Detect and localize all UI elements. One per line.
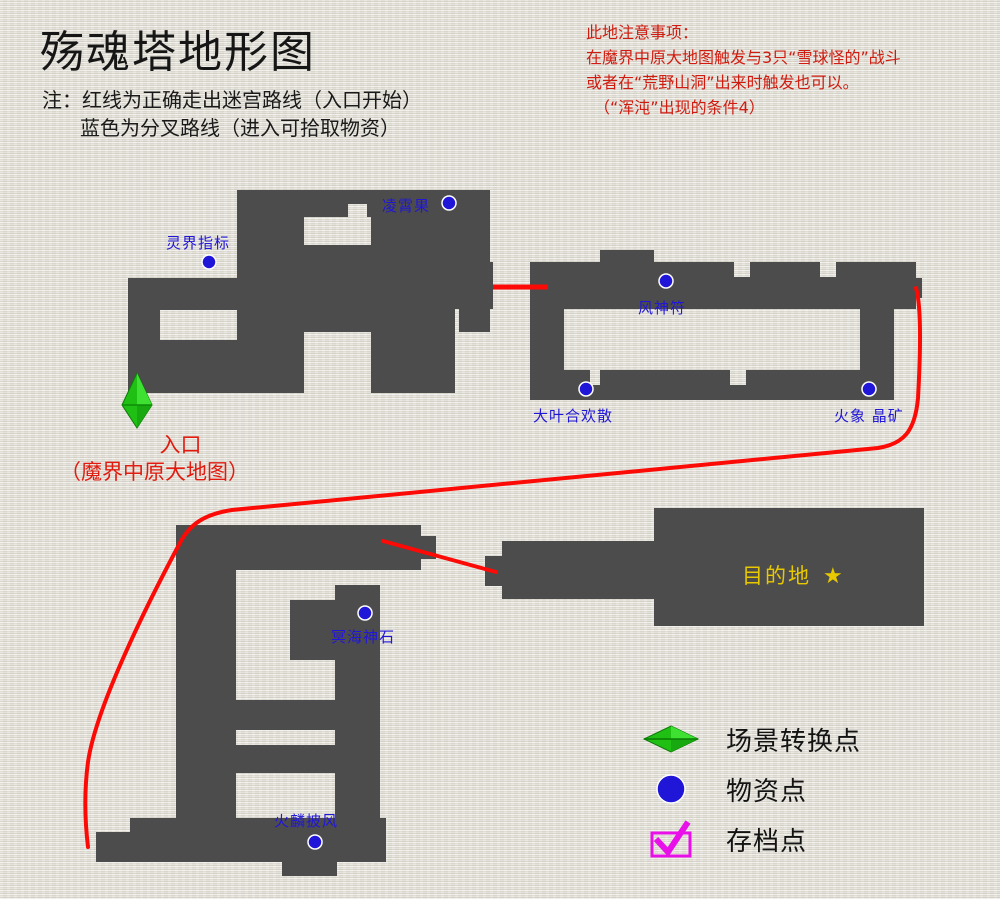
supply-dot[interactable]	[441, 195, 457, 211]
lower-maze-walls	[96, 525, 436, 876]
entrance-transition-icon[interactable]	[121, 371, 153, 429]
legend: 场景转换点 物资点 存档点	[640, 714, 861, 864]
warning-line-1: 此地注意事项：	[586, 23, 699, 42]
legend-row-save: 存档点	[640, 814, 861, 864]
supply-label-huoxiang-jingkuang: 火象 晶矿	[834, 407, 904, 425]
entrance-sublabel-text: （魔界中原大地图）	[60, 460, 249, 484]
route-branch-line	[381, 539, 498, 574]
destination-room	[485, 508, 924, 626]
supply-label-dayehehuansan: 大叶合欢散	[533, 407, 614, 425]
supply-dot[interactable]	[861, 381, 877, 397]
legend-label-save: 存档点	[726, 826, 808, 857]
warning-note: 此地注意事项： 在魔界中原大地图触发与3只“雪球怪的”战斗 或者在“荒野山洞”出…	[586, 20, 901, 120]
entrance-label-text: 入口	[159, 433, 202, 457]
legend-note: 注：红线为正确走出迷宫路线（入口开始） 蓝色为分叉路线（进入可拾取物资）	[42, 86, 422, 142]
blue-dot-icon	[640, 772, 702, 806]
legend-row-transition: 场景转换点	[640, 714, 861, 764]
legend-label-transition: 场景转换点	[726, 726, 862, 757]
supply-label-fengshen-fu: 风神符	[638, 299, 687, 317]
supply-dot[interactable]	[201, 254, 217, 270]
supply-dot[interactable]	[578, 381, 594, 397]
supply-label-lingxiao-guo: 凌霄果	[382, 197, 431, 215]
destination-label: 目的地 ★	[742, 560, 845, 590]
supply-dot[interactable]	[658, 273, 674, 289]
star-icon: ★	[823, 564, 845, 589]
upper-maze-walls	[128, 190, 922, 400]
correct-route-line	[83, 286, 923, 849]
note-line-2: 蓝色为分叉路线（进入可拾取物资）	[80, 116, 400, 140]
destination-label-text: 目的地	[742, 564, 811, 588]
supply-label-huolin-pifeng: 火麟披风	[274, 812, 339, 830]
warning-line-3: 或者在“荒野山洞”出来时触发也可以。	[586, 73, 859, 92]
green-diamond-icon	[640, 722, 702, 756]
note-line-1: 注：红线为正确走出迷宫路线（入口开始）	[42, 88, 422, 112]
supply-label-minghai-shenshi: 冥海神石	[331, 628, 396, 646]
supply-point-markers[interactable]	[201, 195, 877, 850]
supply-dot[interactable]	[357, 605, 373, 621]
magenta-save-icon	[640, 820, 702, 858]
warning-line-2: 在魔界中原大地图触发与3只“雪球怪的”战斗	[586, 48, 901, 67]
supply-label-lingjie-zhibiao: 灵界指标	[166, 234, 231, 252]
supply-dot[interactable]	[307, 834, 323, 850]
warning-line-4: （“浑沌”出现的条件4）	[594, 98, 765, 117]
legend-row-supply: 物资点	[640, 764, 861, 814]
entrance-label: 入口 （魔界中原大地图）	[60, 432, 249, 486]
page-title: 殇魂塔地形图	[40, 27, 316, 78]
legend-label-supply: 物资点	[726, 776, 808, 807]
